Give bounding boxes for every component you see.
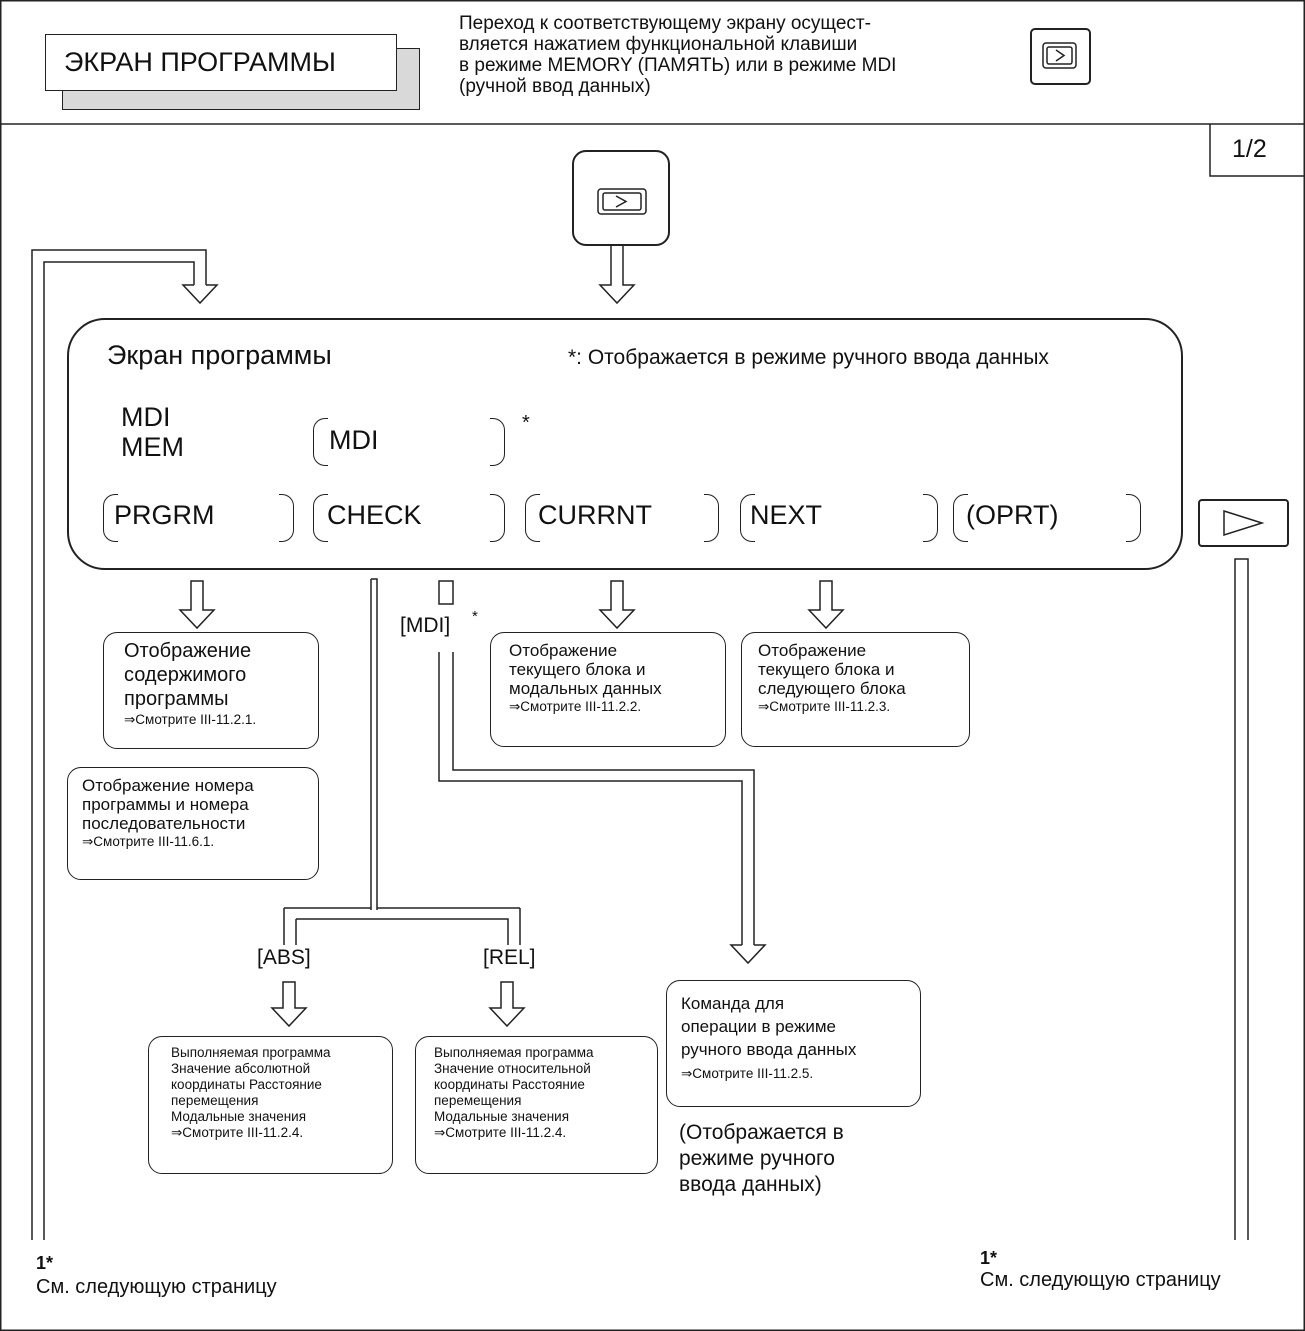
label-mdi[interactable]: [MDI] [400, 614, 451, 637]
intro-text: Переход к соответствующему экрану осущес… [459, 13, 1019, 97]
box-ref: ⇒Смотрите III-11.6.1. [82, 834, 215, 849]
note-line: ввода данных) [679, 1173, 822, 1196]
box-currnt: Отображение текущего блока и модальных д… [490, 632, 726, 747]
box-line: координаты Расстояние [434, 1077, 585, 1092]
box-ref: ⇒Смотрите III-11.2.1. [124, 712, 257, 727]
prog-key-icon [1042, 42, 1077, 69]
mode-mdi: MDI [121, 402, 171, 432]
box-line: Модальные значения [171, 1109, 307, 1124]
box-line: Команда для [681, 994, 785, 1013]
softkey-label: CHECK [327, 500, 422, 530]
program-screen [67, 318, 1183, 570]
box-line: Отображение [509, 641, 618, 660]
intro-line: в режиме MEMORY (ПАМЯТЬ) или в режиме MD… [459, 55, 897, 76]
box-line: модальных данных [509, 679, 662, 698]
box-number: Отображение номера программы и номера по… [67, 767, 319, 880]
arrow-top-key [598, 243, 636, 305]
footer-left-text: См. следующую страницу [36, 1276, 277, 1298]
bracket-right [279, 494, 294, 542]
screen-note: *: Отображается в режиме ручного ввода д… [568, 346, 1049, 369]
softkey-label: PRGRM [114, 500, 215, 530]
box-line: Отображение [758, 641, 867, 660]
box-line: ручного ввода данных [681, 1040, 857, 1059]
box-line: содержимого [124, 664, 247, 686]
page-title-text: ЭКРАН ПРОГРАММЫ [64, 47, 336, 77]
bracket-right [490, 494, 505, 542]
prog-key-icon [597, 188, 647, 215]
box-prgrm: Отображение содержимого программы ⇒Смотр… [103, 632, 319, 749]
box-line: Модальные значения [434, 1109, 570, 1124]
arrow-abs [270, 981, 308, 1028]
footer-left-mark: 1* [36, 1253, 54, 1273]
mode-list: MDI MEM [121, 402, 184, 462]
bracket-left [313, 418, 328, 466]
softkey-label: NEXT [750, 500, 823, 530]
box-line: Выполняемая программа [434, 1045, 594, 1060]
arrow-prgrm [178, 580, 216, 630]
label-rel[interactable]: [REL] [483, 946, 536, 969]
bracket-right [490, 418, 505, 466]
box-ref: ⇒Смотрите III-11.2.3. [758, 699, 891, 714]
box-next: Отображение текущего блока и следующего … [741, 632, 970, 747]
box-ref: ⇒Смотрите III-11.2.5. [681, 1066, 814, 1081]
arrow-rel [488, 981, 526, 1028]
bracket-left [313, 494, 328, 542]
asterisk: * [522, 412, 530, 434]
box-line: текущего блока и [509, 660, 646, 679]
intro-line: вляется нажатием функциональной клавиши [459, 34, 858, 55]
box-rel: Выполняемая программа Значение относител… [415, 1036, 658, 1174]
box-line: координаты Расстояние [171, 1077, 322, 1092]
arrow-mdi [729, 944, 767, 965]
note-line: режиме ручного [679, 1147, 835, 1170]
bracket-right [1126, 494, 1141, 542]
box-line: перемещения [171, 1093, 259, 1108]
box-line: Отображение номера [82, 776, 254, 795]
box-line: Значение относительной [434, 1061, 591, 1076]
box-line: перемещения [434, 1093, 522, 1108]
screen-title: Экран программы [107, 340, 332, 370]
softkey-label: (OPRT) [966, 500, 1059, 530]
bracket-right [704, 494, 719, 542]
box-line: Выполняемая программа [171, 1045, 331, 1060]
box-mdi: Команда для операции в режиме ручного вв… [666, 980, 921, 1107]
box-ref: ⇒Смотрите III-11.2.4. [434, 1125, 567, 1140]
intro-line: (ручной ввод данных) [459, 76, 651, 97]
box-line: последовательности [82, 814, 246, 833]
prog-key-main[interactable] [572, 150, 670, 246]
mdi-note: (Отображается в режиме ручного ввода дан… [679, 1120, 844, 1198]
footer-right-text: См. следующую страницу [980, 1269, 1221, 1291]
box-ref: ⇒Смотрите III-11.2.2. [509, 699, 642, 714]
footer-right-mark: 1* [980, 1248, 998, 1268]
label-abs[interactable]: [ABS] [257, 946, 311, 969]
bracket-right [923, 494, 938, 542]
arrow-loop [181, 284, 219, 305]
next-softkey-button[interactable] [1198, 499, 1289, 547]
box-ref: ⇒Смотрите III-11.2.4. [171, 1125, 304, 1140]
box-line: операции в режиме [681, 1017, 836, 1036]
mode-mem: MEM [121, 432, 184, 462]
box-line: Отображение [124, 640, 252, 662]
asterisk: * [472, 608, 478, 625]
page-title: ЭКРАН ПРОГРАММЫ [45, 34, 397, 91]
box-abs: Выполняемая программа Значение абсолютно… [148, 1036, 393, 1174]
note-line: (Отображается в [679, 1121, 844, 1144]
softkey-label: MDI [329, 425, 379, 455]
box-line: текущего блока и [758, 660, 895, 679]
box-line: программы и номера [82, 795, 249, 814]
box-line: Значение абсолютной [171, 1061, 311, 1076]
triangle-right-icon [1223, 509, 1265, 537]
box-line: следующего блока [758, 679, 906, 698]
prog-key-header[interactable] [1030, 28, 1091, 85]
arrow-next [807, 580, 845, 630]
arrow-currnt [598, 580, 636, 630]
page-number: 1/2 [1232, 135, 1267, 163]
box-line: программы [124, 688, 229, 710]
softkey-label: CURRNT [538, 500, 652, 530]
intro-line: Переход к соответствующему экрану осущес… [459, 13, 871, 34]
down-arrows [178, 243, 845, 1028]
